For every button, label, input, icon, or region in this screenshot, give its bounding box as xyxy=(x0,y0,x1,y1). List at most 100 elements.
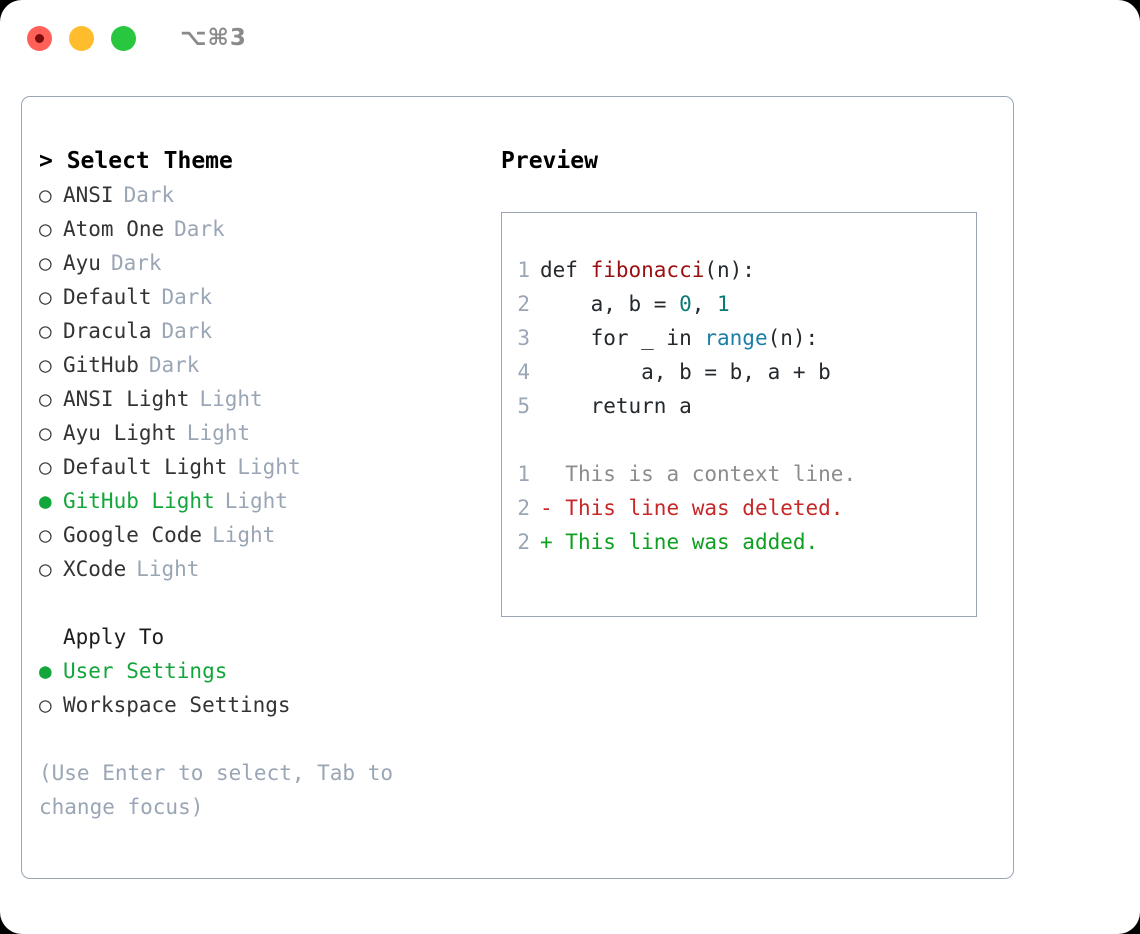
code-token: (n): xyxy=(704,258,755,282)
theme-name: GitHub xyxy=(63,353,139,377)
title-bar: ⌥⌘3 xyxy=(0,0,1140,76)
theme-option-ansi-light[interactable]: ○ ANSI Light Light xyxy=(39,382,489,416)
radio-unselected-icon: ○ xyxy=(39,217,52,241)
radio-unselected-icon: ○ xyxy=(39,285,52,309)
theme-name: Google Code xyxy=(63,523,203,547)
theme-option-default[interactable]: ○ Default Dark xyxy=(39,280,489,314)
code-token: 0 xyxy=(679,292,692,316)
theme-variant-tag: Dark xyxy=(110,251,162,275)
maximize-window-button[interactable] xyxy=(111,25,136,51)
radio-unselected-icon: ○ xyxy=(39,523,52,547)
code-token: , xyxy=(691,292,718,316)
apply-option-workspace-settings[interactable]: ○ Workspace Settings xyxy=(39,688,489,722)
theme-name: ANSI xyxy=(63,183,114,207)
theme-option-ayu-light[interactable]: ○ Ayu Light Light xyxy=(39,416,489,450)
theme-name: Atom One xyxy=(63,217,165,241)
preview-title: Preview xyxy=(501,148,598,174)
apply-option-label: User Settings xyxy=(63,659,228,683)
apply-option-user-settings[interactable]: ● User Settings xyxy=(39,654,489,688)
theme-variant-tag: Light xyxy=(212,523,276,547)
keyboard-hint: (Use Enter to select, Tab to change focu… xyxy=(39,761,394,819)
apply-to-heading: Apply To xyxy=(63,625,165,649)
radio-unselected-icon: ○ xyxy=(39,421,52,445)
code-token: a, b = b, a + b xyxy=(540,360,831,384)
code-token: return a xyxy=(540,394,692,418)
theme-option-google-code[interactable]: ○ Google Code Light xyxy=(39,518,489,552)
radio-unselected-icon: ○ xyxy=(39,183,52,207)
code-token: for _ in xyxy=(540,326,705,350)
apply-to-options: ● User Settings ○ Workspace Settings xyxy=(39,654,489,722)
line-number: 1 xyxy=(517,258,530,282)
radio-unselected-icon: ○ xyxy=(39,387,52,411)
line-number: 2 xyxy=(517,496,530,520)
theme-variant-tag: Light xyxy=(224,489,288,513)
code-line: 2 a, b = 0, 1 xyxy=(502,287,976,321)
theme-variant-tag: Dark xyxy=(161,319,213,343)
theme-variant-tag: Light xyxy=(237,455,301,479)
minimize-window-button[interactable] xyxy=(69,25,94,51)
theme-name: Default xyxy=(63,285,152,309)
radio-unselected-icon: ○ xyxy=(39,455,52,479)
diff-marker xyxy=(540,457,565,491)
diff-text: This line was added. xyxy=(565,530,819,554)
radio-unselected-icon: ○ xyxy=(39,353,52,377)
radio-unselected-icon: ○ xyxy=(39,557,52,581)
radio-unselected-icon: ○ xyxy=(39,693,52,717)
theme-variant-tag: Dark xyxy=(174,217,225,241)
radio-selected-icon: ● xyxy=(39,489,52,513)
apply-to-section: Apply To ● User Settings ○ Workspace Settin… xyxy=(39,620,489,722)
diff-sample: 1 This is a context line.2- This line wa… xyxy=(502,457,976,559)
diff-text: This line was deleted. xyxy=(565,496,844,520)
line-number: 2 xyxy=(517,292,530,316)
page-title: > Select Theme xyxy=(39,148,233,174)
code-token: a, b = xyxy=(540,292,680,316)
line-number: 4 xyxy=(517,360,530,384)
theme-name: GitHub Light xyxy=(63,489,215,513)
spacer xyxy=(502,423,976,457)
diff-line: 1 This is a context line. xyxy=(502,457,976,491)
line-number: 1 xyxy=(517,462,530,486)
theme-name: Ayu Light xyxy=(63,421,177,445)
apply-option-label: Workspace Settings xyxy=(63,693,291,717)
code-line: 3 for _ in range(n): xyxy=(502,321,976,355)
radio-selected-icon: ● xyxy=(39,659,52,683)
line-number: 2 xyxy=(517,530,530,554)
keyboard-shortcut-label: ⌥⌘3 xyxy=(180,25,247,51)
radio-unselected-icon: ○ xyxy=(39,319,52,343)
code-token: def xyxy=(540,258,591,282)
theme-variant-tag: Dark xyxy=(161,285,213,309)
code-token: range xyxy=(704,326,768,350)
theme-option-github-light[interactable]: ● GitHub Light Light xyxy=(39,484,489,518)
close-window-button[interactable] xyxy=(27,25,52,51)
theme-variant-tag: Light xyxy=(136,557,200,581)
theme-option-ansi[interactable]: ○ ANSI Dark xyxy=(39,178,489,212)
theme-variant-tag: Light xyxy=(199,387,263,411)
diff-marker: - xyxy=(540,496,566,520)
traffic-lights xyxy=(27,25,136,51)
code-line: 5 return a xyxy=(502,389,976,423)
theme-option-atom-one[interactable]: ○ Atom One Dark xyxy=(39,212,489,246)
diff-line: 2- This line was deleted. xyxy=(502,491,976,525)
code-token: 1 xyxy=(717,292,730,316)
theme-option-dracula[interactable]: ○ Dracula Dark xyxy=(39,314,489,348)
theme-variant-tag: Light xyxy=(186,421,251,445)
radio-unselected-icon: ○ xyxy=(39,251,52,275)
diff-text: This is a context line. xyxy=(565,462,857,486)
code-line: 4 a, b = b, a + b xyxy=(502,355,976,389)
theme-variant-tag: Dark xyxy=(123,183,175,207)
theme-name: ANSI Light xyxy=(63,387,190,411)
theme-option-github[interactable]: ○ GitHub Dark xyxy=(39,348,489,382)
theme-name: Dracula xyxy=(63,319,152,343)
theme-variant-tag: Dark xyxy=(148,353,200,377)
